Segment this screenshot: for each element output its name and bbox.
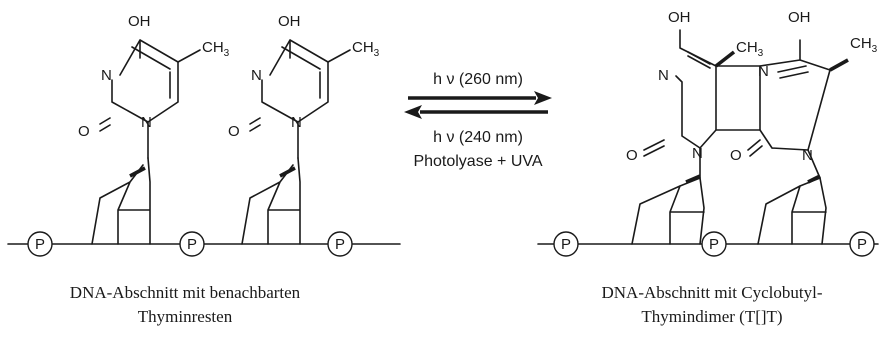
dimer-o2-label-2: O [730,147,742,164]
right-sugar-2 [757,177,827,245]
thymine-1-o2-label: O [78,123,90,140]
thymine-1-methyl-bond [177,49,201,63]
left-sugar-1-wedge [129,166,146,178]
thymine-2-methyl-label: CH3 [352,39,380,59]
dimer-oh-label-1: OH [668,9,691,26]
left-phosphate-2: P [179,231,205,257]
left-phosphate-1: P [27,231,53,257]
forward-arrowhead [534,91,552,105]
thymine-2-ring-bonds [261,39,329,123]
reaction-arrows: h ν (260 nm) h ν (240 nm) Photolyase + U… [404,71,552,170]
right-phosphate-2: P [701,231,727,257]
right-sugar-1-wedge [685,174,701,184]
left-sugar-2 [241,157,301,245]
thymine-1-double-bonds [99,46,171,132]
thymine-1-oh-label: OH [128,13,151,30]
forward-condition: h ν (260 nm) [433,71,523,88]
dimer-methyl-label-2: CH3 [850,35,878,55]
thymine-1-ring-bonds [111,39,179,123]
reverse-condition-line-2: Photolyase + UVA [413,153,542,170]
thymine-2-methyl-bond [327,49,351,63]
left-phosphate-3: P [327,231,353,257]
left-sugar-2-wedge [279,166,296,178]
left-caption-line-2: Thyminresten [138,307,233,326]
right-caption-line-2: Thymindimer (T[]T) [641,307,782,326]
dimer-n1-label-2: N [802,147,813,164]
left-sugar-1 [91,157,151,245]
right-caption-line-1: DNA-Abschnitt mit Cyclobutyl- [602,283,823,302]
svg-text:P: P [187,236,197,253]
svg-text:P: P [35,236,45,253]
thymine-1-methyl-label: CH3 [202,39,230,59]
svg-text:P: P [857,236,867,253]
methyl-wedge-2 [829,58,849,72]
dimer-n1-label-1: N [692,145,703,162]
thymine-2: OH N O N CH3 [228,13,380,159]
dimer-o2-label-1: O [626,147,638,164]
thymine-2-double-bonds [249,46,321,132]
right-phosphate-3: P [849,231,875,257]
right-sugar-2-wedge [807,174,821,184]
dimer-ring-1-bonds [675,29,717,149]
thymine-2-o2-label: O [228,123,240,140]
dimer-n1-sugar-bonds [699,147,821,179]
thymine-1-n1-label: N [141,114,152,131]
right-phosphate-1: P [553,231,579,257]
dimer-ring-1-double-bonds [643,51,711,157]
right-sugar-1 [631,177,705,245]
left-caption-line-1: DNA-Abschnitt mit benachbarten [70,283,301,302]
dimer-n3-label-2: N [758,63,769,80]
thymine-2-n1-label: N [291,114,302,131]
dimer-methyl-label-1: CH3 [736,39,764,59]
dimer-ring-2-bonds [759,39,831,151]
svg-text:P: P [709,236,719,253]
reverse-arrowhead [404,105,422,119]
dimer-ring-2-double-bonds [747,65,809,157]
reverse-condition-line-1: h ν (240 nm) [433,129,523,146]
methyl-wedge-1 [714,50,736,68]
thymine-1: OH N O N CH3 [78,13,230,159]
cyclobutane-ring [715,65,761,131]
right-dna-segment: OH OH N N O O N N CH3 CH3 P P P DNA-Absc [537,9,879,326]
thymine-1-n3-label: N [101,67,112,84]
svg-text:P: P [335,236,345,253]
dimer-core: OH OH N N O O N N CH3 CH3 [626,9,878,179]
svg-text:P: P [561,236,571,253]
left-dna-segment: OH N O N CH3 OH N O N CH3 P [7,13,401,326]
thymine-2-n3-label: N [251,67,262,84]
dimer-oh-label-2: OH [788,9,811,26]
dimer-n3-label-1: N [658,67,669,84]
thymine-2-oh-label: OH [278,13,301,30]
